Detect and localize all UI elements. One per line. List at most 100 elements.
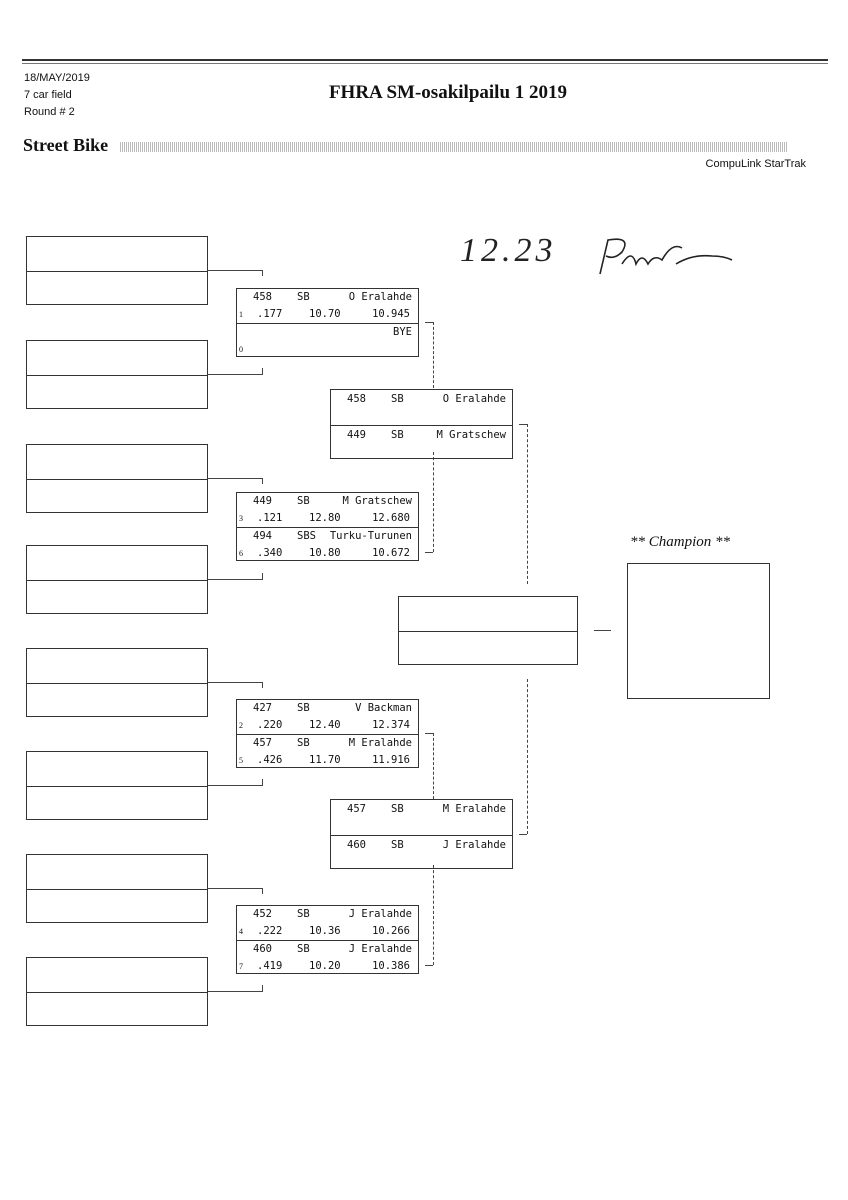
seed-number: 5	[239, 756, 243, 765]
entry-slot	[27, 785, 207, 820]
seed-number: 7	[239, 962, 243, 971]
racer-name: J Eralahde	[348, 908, 412, 920]
final-slot	[399, 630, 577, 665]
car-number: 427	[253, 702, 272, 714]
dial-in: 10.80	[309, 547, 341, 559]
car-number: 457	[253, 737, 272, 749]
dial-in: 11.70	[309, 754, 341, 766]
round-number: Round # 2	[24, 106, 75, 118]
dashed-connector	[433, 452, 434, 552]
dashed-connector	[527, 424, 528, 584]
car-number: 452	[253, 908, 272, 920]
connector-tick	[262, 368, 263, 374]
dial-in: 10.70	[309, 308, 341, 320]
class-name: Street Bike	[23, 135, 109, 155]
connector-tick	[425, 965, 433, 966]
connector-tick	[262, 478, 263, 484]
entry-pair-box	[26, 444, 208, 513]
entry-pair-box	[26, 340, 208, 409]
car-class: SB	[297, 943, 310, 955]
connector-line	[208, 785, 263, 786]
connector-tick	[262, 682, 263, 688]
entry-slot	[27, 445, 207, 479]
seed-number: 1	[239, 310, 243, 319]
dial-in: 10.36	[309, 925, 341, 937]
entry-pair-box	[26, 957, 208, 1026]
entry-slot	[27, 478, 207, 513]
connector-tick	[425, 552, 433, 553]
reaction-time: .177	[257, 308, 283, 320]
entry-pair-box	[26, 854, 208, 923]
reaction-time: .222	[257, 925, 283, 937]
elapsed-time: 10.266	[372, 925, 410, 937]
connector-tick	[425, 322, 433, 323]
car-class: SB	[391, 393, 404, 405]
racer-name: Turku-Turunen	[329, 530, 412, 542]
dashed-connector	[433, 322, 434, 388]
connector-line	[208, 991, 263, 992]
racer-name: J Eralahde	[348, 943, 412, 955]
entry-pair-box	[26, 236, 208, 305]
entry-pair-box	[26, 648, 208, 717]
dashed-connector	[433, 865, 434, 965]
dashed-connector	[527, 679, 528, 834]
connector-line	[594, 630, 611, 631]
elapsed-time: 11.916	[372, 754, 410, 766]
dial-in: 12.80	[309, 512, 341, 524]
elapsed-time: 12.680	[372, 512, 410, 524]
connector-line	[208, 374, 263, 375]
car-class: SB	[297, 291, 310, 303]
racer-row: BYE	[237, 324, 418, 340]
elapsed-time: 10.945	[372, 308, 410, 320]
time-row: 0	[237, 341, 418, 357]
connector-tick	[262, 888, 263, 894]
champion-label: ** Champion **	[630, 534, 731, 550]
car-number: 449	[253, 495, 272, 507]
champion-box	[627, 563, 770, 699]
racer-row: 427 SB V Backman	[237, 700, 418, 716]
entry-slot	[27, 579, 207, 614]
car-number: 458	[253, 291, 272, 303]
racer-name: M Gratschew	[436, 429, 506, 441]
header-rule	[22, 59, 828, 61]
reaction-time: .419	[257, 960, 283, 972]
reaction-time: .121	[257, 512, 283, 524]
time-row: 1 .177 10.70 10.945	[237, 306, 418, 322]
connector-tick	[262, 573, 263, 579]
dial-in: 10.20	[309, 960, 341, 972]
field-size: 7 car field	[24, 89, 72, 101]
car-class: SB	[297, 702, 310, 714]
car-class: SB	[391, 803, 404, 815]
elapsed-time: 10.386	[372, 960, 410, 972]
connector-line	[208, 579, 263, 580]
racer-name: V Backman	[355, 702, 412, 714]
handwritten-signature	[599, 238, 733, 275]
car-number: 449	[347, 429, 366, 441]
entry-slot	[27, 237, 207, 271]
elapsed-time: 10.672	[372, 547, 410, 559]
handwritten-note: 12.23	[460, 232, 557, 269]
